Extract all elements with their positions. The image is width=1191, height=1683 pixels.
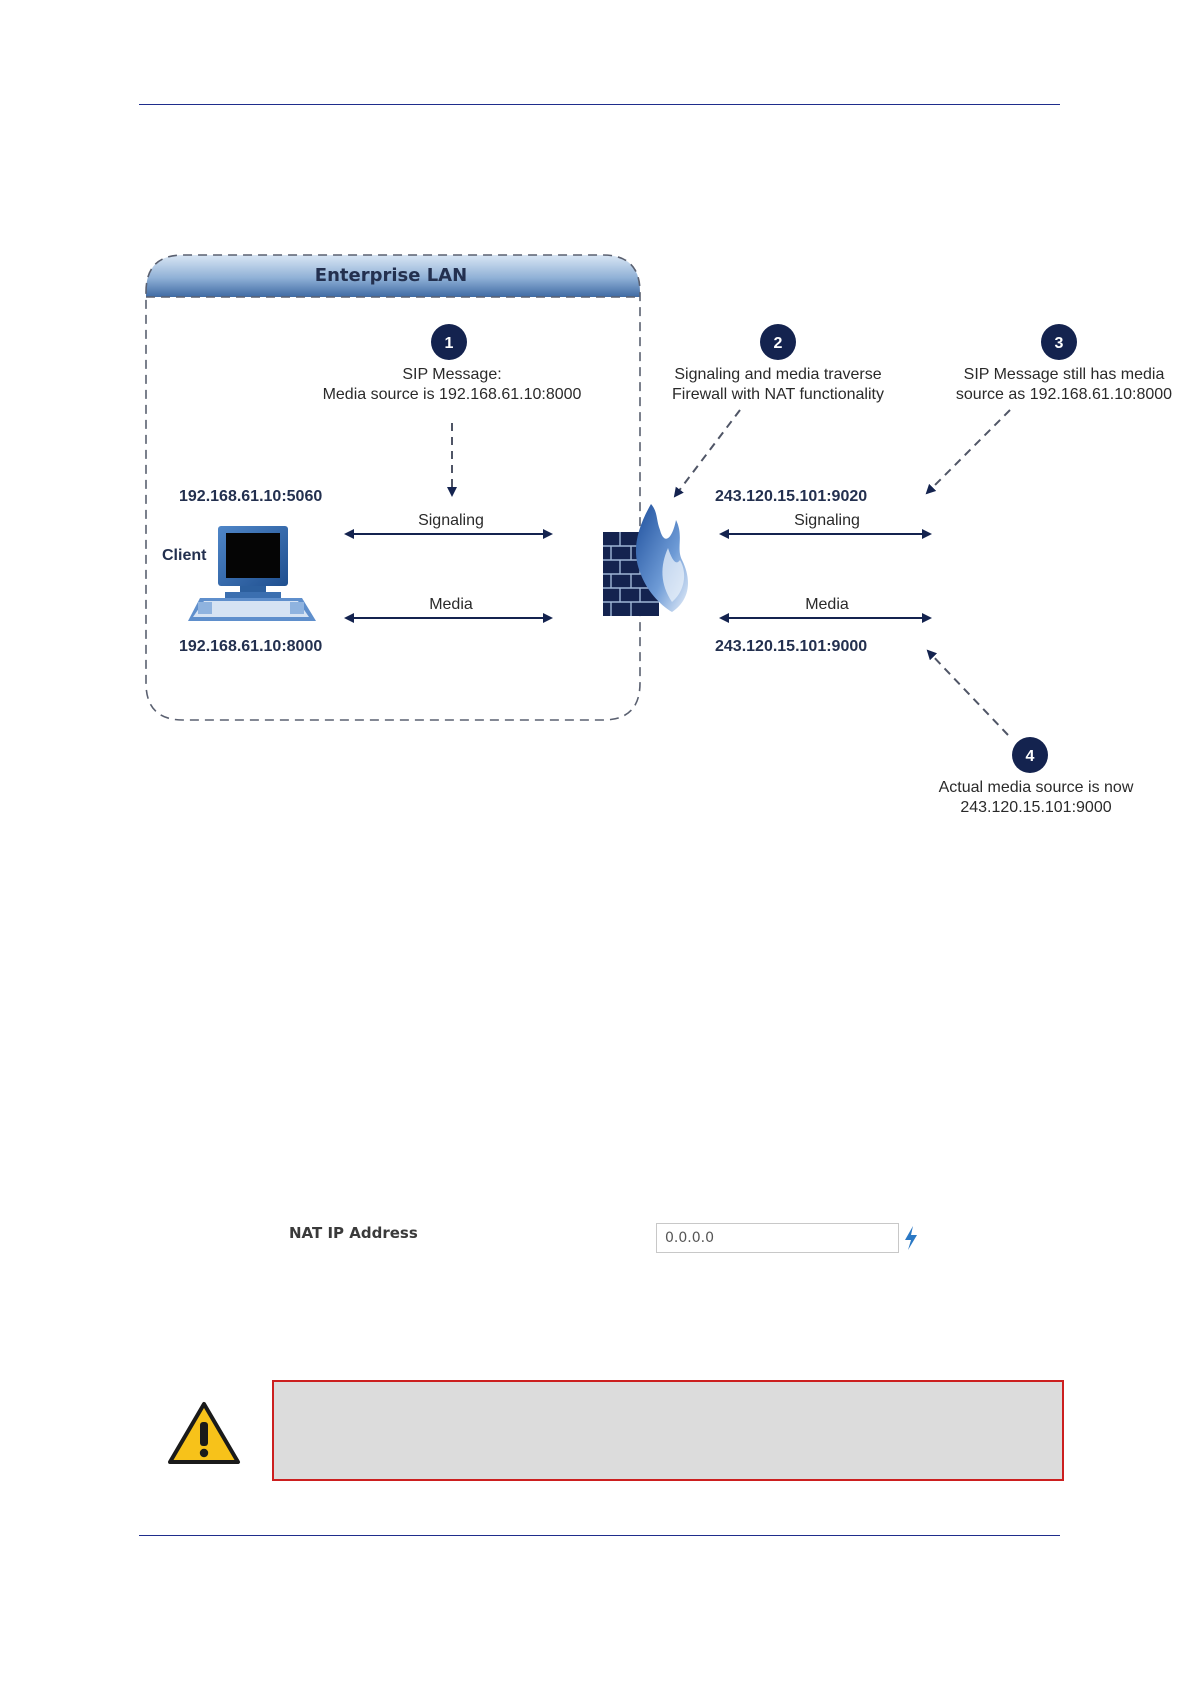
callout-arrow-step-2 [673,409,741,498]
client-computer-icon [188,526,316,621]
step-1-badge [431,324,467,360]
step-4-number: 4 [1026,748,1035,765]
step-1-line-2: Media source is 192.168.61.10:8000 [323,386,582,403]
step-2: 2 Signaling and media traverse Firewall … [672,324,884,403]
step-3: 3 SIP Message still has media source as … [956,324,1172,403]
step-2-line-2: Firewall with NAT functionality [672,386,884,403]
nat-ip-address-label: NAT IP Address [289,1224,418,1242]
wan-signaling-address: 243.120.15.101:9020 [715,488,867,505]
step-4-line-2: 243.120.15.101:9000 [960,799,1111,816]
nat-traversal-diagram: Enterprise LAN 1 SIP Message: Media sour… [145,254,1172,816]
header-rule [139,104,1060,105]
lan-header-band [146,255,640,297]
lan-title: Enterprise LAN [315,265,467,286]
step-3-line-2: source as 192.168.61.10:8000 [956,386,1172,403]
step-4-badge [1012,737,1048,773]
wan-media-address: 243.120.15.101:9000 [715,638,867,655]
warning-note-box [272,1380,1064,1481]
step-2-number: 2 [774,335,783,352]
client-label: Client [162,547,207,564]
wan-media-label: Media [805,596,849,613]
lan-media-address: 192.168.61.10:8000 [179,638,322,655]
step-1: 1 SIP Message: Media source is 192.168.6… [323,324,582,403]
step-2-badge [760,324,796,360]
step-1-line-1: SIP Message: [402,366,501,383]
nat-ip-address-input[interactable] [656,1223,899,1253]
step-3-badge [1041,324,1077,360]
step-1-number: 1 [445,335,454,352]
callout-arrow-step-4 [926,649,1009,736]
lan-media-label: Media [429,596,473,613]
firewall-icon [603,504,688,616]
enterprise-lan-region: Enterprise LAN [145,254,641,721]
step-3-number: 3 [1055,335,1064,352]
warning-triangle-icon [168,1402,240,1464]
footer-rule [139,1535,1060,1536]
lightning-bolt-icon[interactable] [902,1225,920,1251]
lan-signaling-label: Signaling [418,512,484,529]
lan-boundary [145,254,641,721]
step-4-line-1: Actual media source is now [939,779,1134,796]
step-4: 4 Actual media source is now 243.120.15.… [939,737,1134,816]
wan-signaling-label: Signaling [794,512,860,529]
lan-signaling-address: 192.168.61.10:5060 [179,488,322,505]
step-2-line-1: Signaling and media traverse [674,366,881,383]
step-3-line-1: SIP Message still has media [964,366,1165,383]
callout-arrow-step-3 [925,409,1011,495]
